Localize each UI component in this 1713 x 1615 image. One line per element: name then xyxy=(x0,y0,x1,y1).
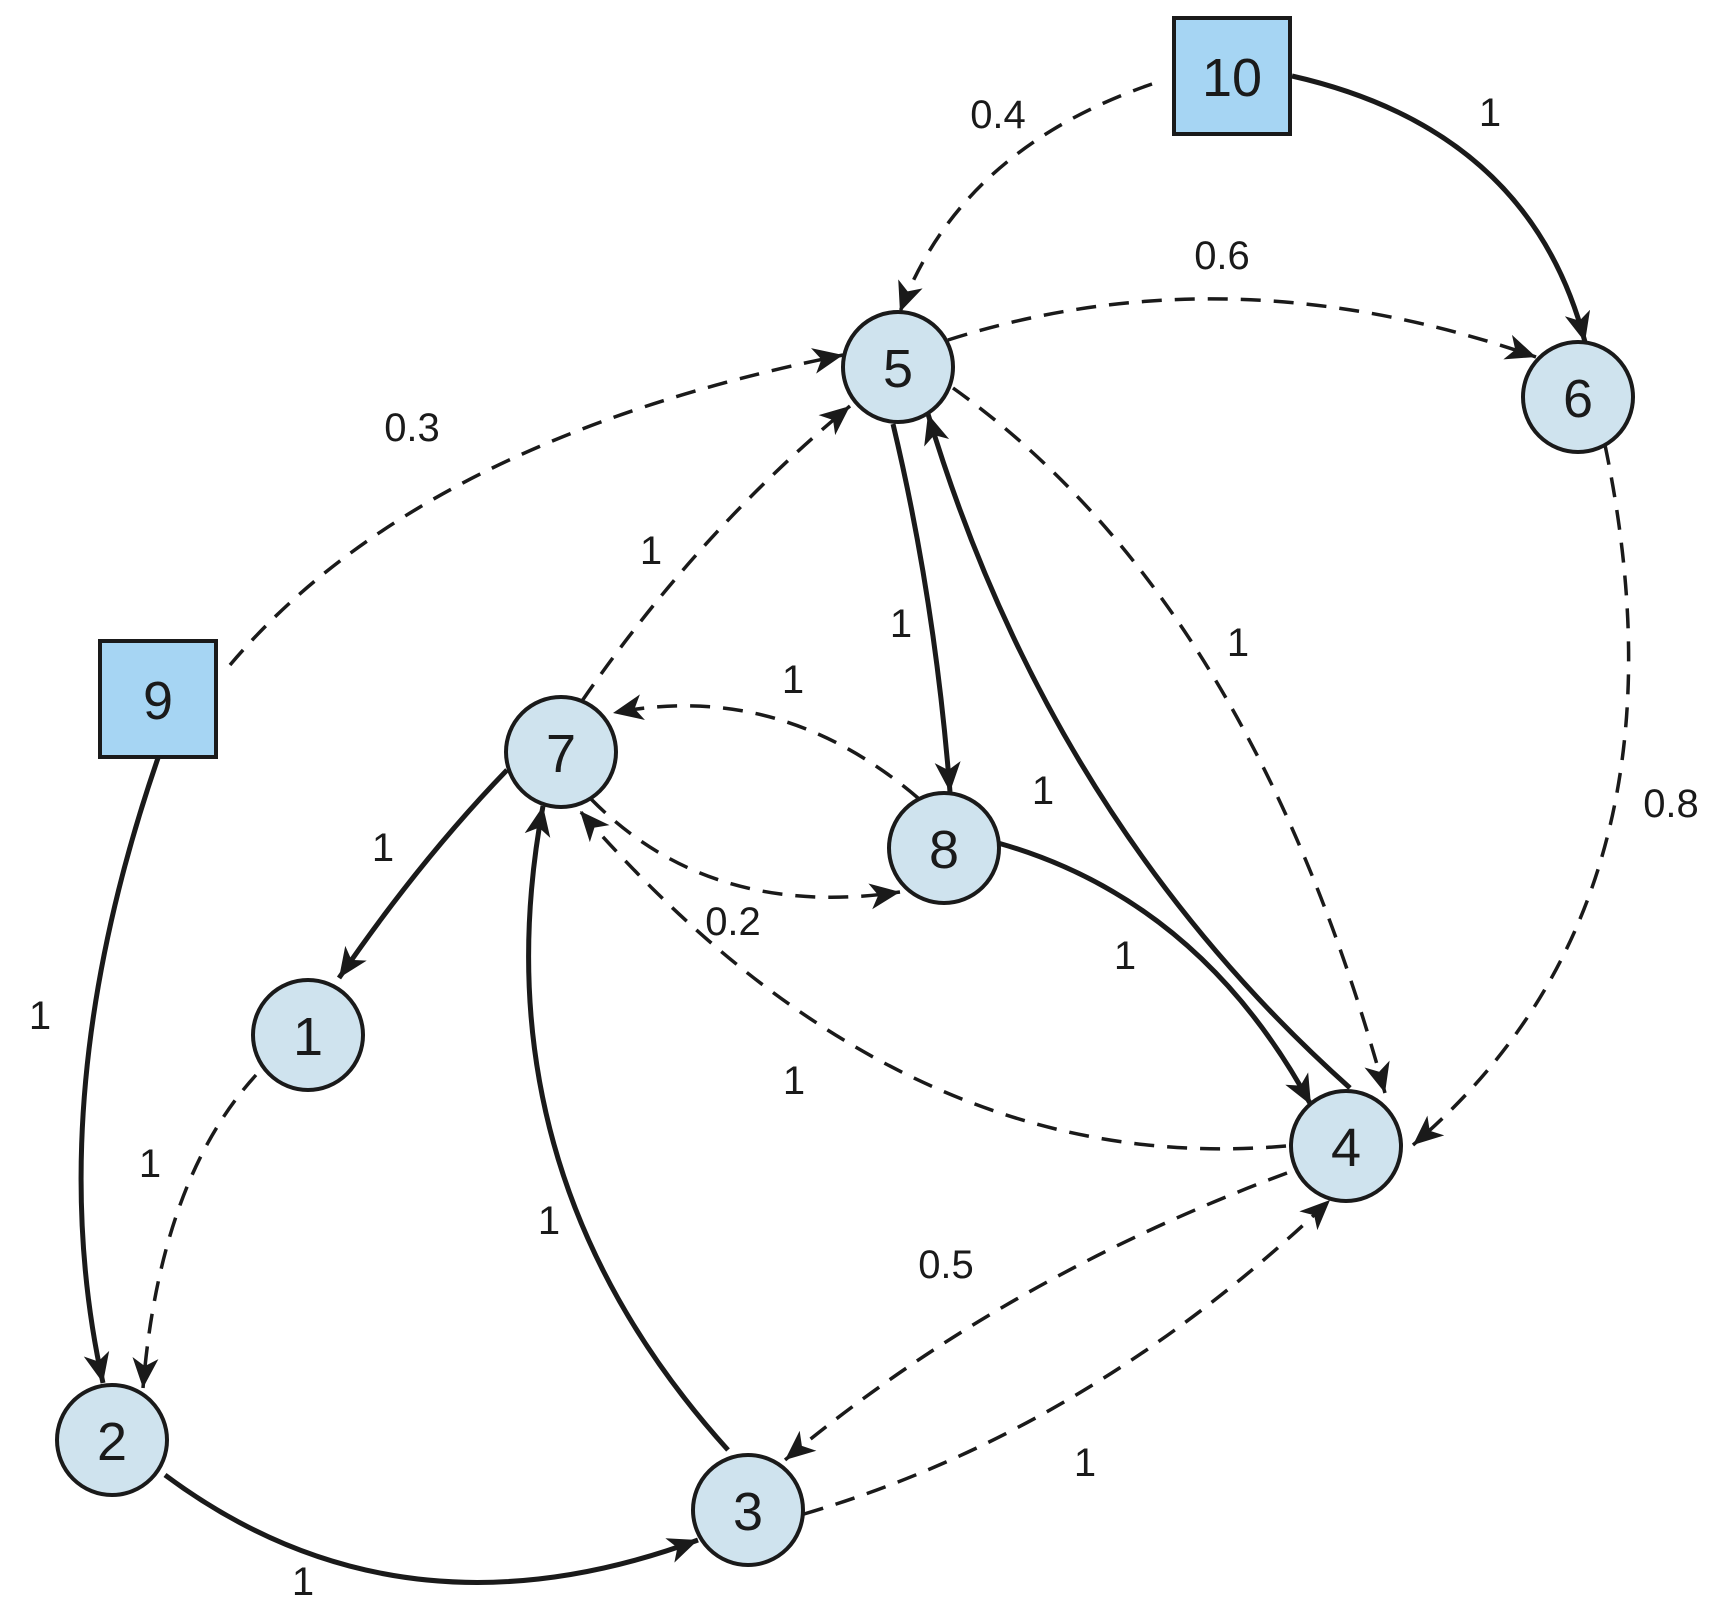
edge-weight-4-to-3: 0.5 xyxy=(918,1243,974,1287)
edge-weight-10-to-5: 0.4 xyxy=(970,93,1026,137)
node-9-square xyxy=(98,639,218,759)
node-2-label: 2 xyxy=(97,1412,127,1472)
node-7-label: 7 xyxy=(546,724,576,784)
node-3-circle xyxy=(691,1453,805,1567)
edge-layer xyxy=(78,73,1631,1585)
edge-weight-3-to-7: 1 xyxy=(538,1199,560,1243)
node-8: 8 xyxy=(887,791,1001,905)
edge-weight-7-to-1: 1 xyxy=(372,826,394,870)
edge-weight-8-to-4: 1 xyxy=(1114,934,1136,978)
edge-weight-4-to-5: 1 xyxy=(1032,769,1054,813)
node-8-circle xyxy=(887,791,1001,905)
node-5-circle xyxy=(841,310,955,424)
node-9-label: 9 xyxy=(143,671,173,731)
node-4-circle xyxy=(1289,1089,1403,1203)
edge-10-to-5 xyxy=(898,82,1153,313)
edge-weight-3-to-4: 1 xyxy=(1074,1441,1096,1485)
node-10-square xyxy=(1172,16,1292,136)
edge-9-to-5 xyxy=(228,348,844,667)
node-4: 4 xyxy=(1289,1089,1403,1203)
edge-8-to-7 xyxy=(612,694,920,800)
edge-7-to-1 xyxy=(336,768,509,980)
edge-9-to-2 xyxy=(78,757,161,1384)
edge-1-to-2 xyxy=(132,1073,258,1389)
node-1-label: 1 xyxy=(293,1007,323,1067)
edge-10-to-6 xyxy=(1291,73,1591,343)
edge-5-to-6 xyxy=(947,297,1537,360)
edge-weight-6-to-4: 0.8 xyxy=(1643,782,1699,826)
node-6-label: 6 xyxy=(1563,369,1593,429)
node-4-label: 4 xyxy=(1331,1118,1361,1178)
edge-weight-5-to-6: 0.6 xyxy=(1194,234,1250,278)
edge-weight-7-to-5: 1 xyxy=(640,529,662,573)
edge-4-to-3 xyxy=(783,1171,1288,1462)
edge-3-to-7 xyxy=(524,805,730,1452)
edge-weight-2-to-3: 1 xyxy=(292,1560,314,1604)
node-10: 10 xyxy=(1172,16,1292,136)
node-2-circle xyxy=(55,1383,169,1497)
node-3-label: 3 xyxy=(733,1482,763,1542)
edge-6-to-4 xyxy=(1411,444,1631,1147)
edge-weight-9-to-2: 1 xyxy=(29,994,51,1038)
edge-weight-4-to-7: 1 xyxy=(783,1059,805,1103)
edge-weight-8-to-7: 1 xyxy=(782,658,804,702)
edge-weight-1-to-2: 1 xyxy=(139,1142,161,1186)
node-1: 1 xyxy=(251,978,365,1092)
node-6-circle xyxy=(1521,340,1635,454)
node-9: 9 xyxy=(98,639,218,759)
node-layer: 1 2 3 4 5 6 7 8 9 10 xyxy=(55,16,1635,1567)
node-2: 2 xyxy=(55,1383,169,1497)
edge-2-to-3 xyxy=(163,1472,699,1585)
edge-label-layer: 1 0.4 0.6 0.3 1 1 1 1 0.8 1 0.2 1 1 1 1 1 1 1 0.5 1 xyxy=(29,91,1699,1604)
edge-weight-10-to-6: 1 xyxy=(1479,91,1501,135)
node-7: 7 xyxy=(504,695,618,809)
edge-4-to-7 xyxy=(578,809,1287,1151)
node-5: 5 xyxy=(841,310,955,424)
edge-5-to-8 xyxy=(890,423,961,793)
node-7-circle xyxy=(504,695,618,809)
node-1-circle xyxy=(251,978,365,1092)
edge-3-to-4 xyxy=(803,1198,1332,1516)
edge-8-to-4 xyxy=(997,840,1314,1107)
edge-weight-9-to-5: 0.3 xyxy=(384,406,440,450)
edge-weight-5-to-8: 1 xyxy=(890,602,912,646)
edge-7-to-5 xyxy=(580,404,852,702)
edge-weight-5-to-4: 1 xyxy=(1227,621,1249,665)
edge-5-to-4 xyxy=(951,386,1390,1094)
node-5-label: 5 xyxy=(883,339,913,399)
node-6: 6 xyxy=(1521,340,1635,454)
node-8-label: 8 xyxy=(929,820,959,880)
edge-4-to-5 xyxy=(924,413,1352,1090)
node-3: 3 xyxy=(691,1453,805,1567)
edge-7-to-8 xyxy=(589,797,901,910)
node-10-label: 10 xyxy=(1202,48,1262,108)
edge-weight-7-to-8: 0.2 xyxy=(705,900,761,944)
